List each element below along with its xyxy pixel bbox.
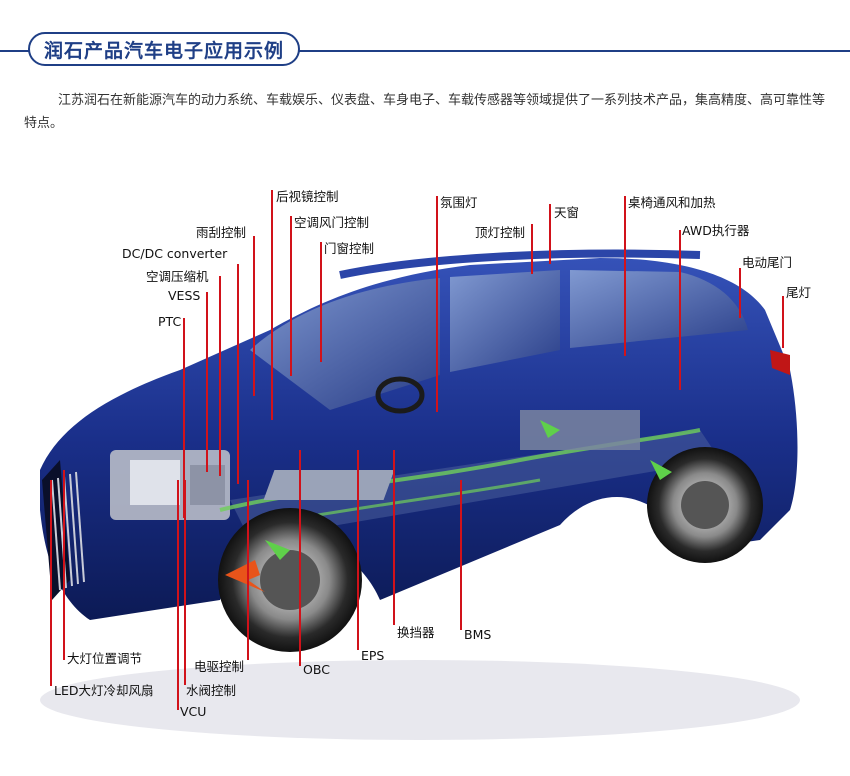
leader-power-tailgate bbox=[739, 268, 741, 318]
leader-ptc bbox=[183, 318, 185, 518]
label-sunroof: 天窗 bbox=[554, 205, 580, 220]
leader-dcdc bbox=[237, 264, 239, 484]
leader-shifter bbox=[393, 450, 395, 625]
leader-bms bbox=[460, 480, 462, 630]
label-dome-light: 顶灯控制 bbox=[475, 225, 526, 240]
leader-vcu bbox=[177, 480, 179, 710]
leader-led-fan bbox=[50, 480, 52, 686]
leader-ac-damper bbox=[290, 216, 292, 376]
label-vess: VESS bbox=[168, 288, 201, 303]
header-rule bbox=[0, 50, 850, 52]
label-led-fan: LED大灯冷却风扇 bbox=[54, 683, 154, 698]
leader-eps bbox=[357, 450, 359, 650]
leader-awd-actuator bbox=[679, 230, 681, 390]
label-ac-damper: 空调风门控制 bbox=[294, 215, 370, 230]
title-pill: 润石产品汽车电子应用示例 bbox=[28, 32, 301, 66]
car-illustration-area: 后视镜控制 雨刮控制 空调风门控制 门窗控制 DC/DC converter 空… bbox=[0, 180, 850, 776]
label-dcdc: DC/DC converter bbox=[122, 246, 228, 261]
label-water-valve: 水阀控制 bbox=[186, 683, 237, 698]
label-bms: BMS bbox=[464, 627, 492, 642]
label-ambient-light: 氛围灯 bbox=[440, 195, 478, 210]
section-header: 润石产品汽车电子应用示例 bbox=[0, 30, 850, 70]
label-rearview-mirror: 后视镜控制 bbox=[276, 189, 339, 204]
label-tail-light: 尾灯 bbox=[786, 285, 812, 300]
intro-paragraph: 江苏润石在新能源汽车的动力系统、车载娱乐、仪表盘、车身电子、车载传感器等领域提供… bbox=[24, 93, 826, 131]
car-cutaway-illustration bbox=[40, 249, 800, 740]
leader-tail-light bbox=[782, 296, 784, 348]
label-ptc: PTC bbox=[158, 314, 182, 329]
leader-obc bbox=[299, 450, 301, 666]
label-power-tailgate: 电动尾门 bbox=[742, 255, 793, 270]
label-seat-vent-heat: 桌椅通风和加热 bbox=[628, 195, 716, 210]
label-motor-control: 电驱控制 bbox=[194, 659, 245, 674]
label-obc: OBC bbox=[303, 662, 330, 677]
leader-water-valve bbox=[184, 480, 186, 685]
leader-ac-compressor bbox=[219, 276, 221, 476]
label-vcu: VCU bbox=[180, 704, 207, 719]
leader-rearview-mirror bbox=[271, 190, 273, 420]
label-eps: EPS bbox=[361, 648, 385, 663]
label-ac-compressor: 空调压缩机 bbox=[146, 269, 209, 284]
leader-sunroof bbox=[549, 204, 551, 264]
leader-wiper bbox=[253, 236, 255, 396]
label-awd-actuator: AWD执行器 bbox=[682, 223, 750, 238]
label-wiper: 雨刮控制 bbox=[196, 225, 247, 240]
leader-motor-control bbox=[247, 480, 249, 660]
leader-door-window bbox=[320, 242, 322, 362]
leader-dome-light bbox=[531, 224, 533, 274]
leader-seat-vent-heat bbox=[624, 196, 626, 356]
leader-vess bbox=[206, 292, 208, 472]
label-door-window: 门窗控制 bbox=[324, 241, 375, 256]
leader-headlight-level bbox=[63, 470, 65, 660]
leader-ambient-light bbox=[436, 196, 438, 412]
label-headlight-level: 大灯位置调节 bbox=[67, 651, 143, 666]
page-title: 润石产品汽车电子应用示例 bbox=[44, 39, 285, 62]
label-shifter: 换挡器 bbox=[397, 625, 435, 640]
